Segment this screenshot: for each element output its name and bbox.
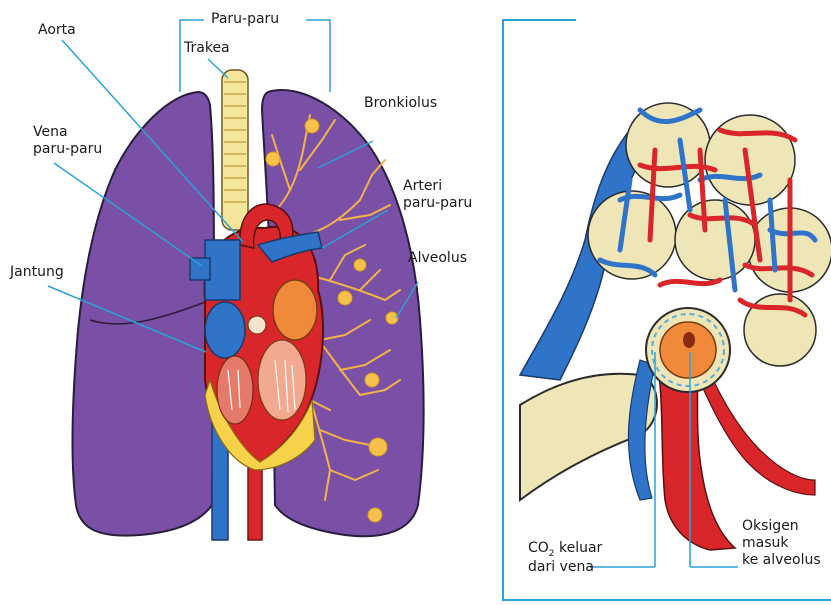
label-aorta: Aorta: [38, 22, 76, 39]
label-vena-paru-paru: Vena paru-paru: [33, 124, 102, 158]
label-oksigen: Oksigen: [742, 518, 821, 535]
label-dari-vena: dari vena: [528, 559, 602, 576]
left-lung: [72, 92, 214, 536]
alveolus-closeup: [503, 20, 831, 600]
label-paru-paru: Paru-paru: [211, 11, 279, 28]
label-co2-keluar: CO2 keluar dari vena: [528, 540, 602, 576]
label-vena-line1: Vena: [33, 124, 102, 141]
label-jantung: Jantung: [10, 264, 64, 281]
trachea: [222, 70, 248, 230]
label-co2-subscript: 2: [549, 549, 555, 559]
label-vena-line2: paru-paru: [33, 141, 102, 158]
label-ke-alveolus: ke alveolus: [742, 552, 821, 569]
label-arteri-paru-paru: Arteri paru-paru: [403, 178, 472, 212]
label-masuk: masuk: [742, 535, 821, 552]
lungs-illustration: [72, 70, 423, 540]
label-bronkiolus: Bronkiolus: [364, 95, 437, 112]
label-co2: CO: [528, 540, 549, 556]
alveolus-core: [660, 322, 716, 378]
label-arteri-line2: paru-paru: [403, 195, 472, 212]
label-oksigen-masuk: Oksigen masuk ke alveolus: [742, 518, 821, 569]
label-arteri-line1: Arteri: [403, 178, 472, 195]
label-alveolus: Alveolus: [408, 250, 467, 267]
label-co2-keluar-word: keluar: [555, 540, 603, 556]
label-trakea: Trakea: [184, 40, 230, 57]
